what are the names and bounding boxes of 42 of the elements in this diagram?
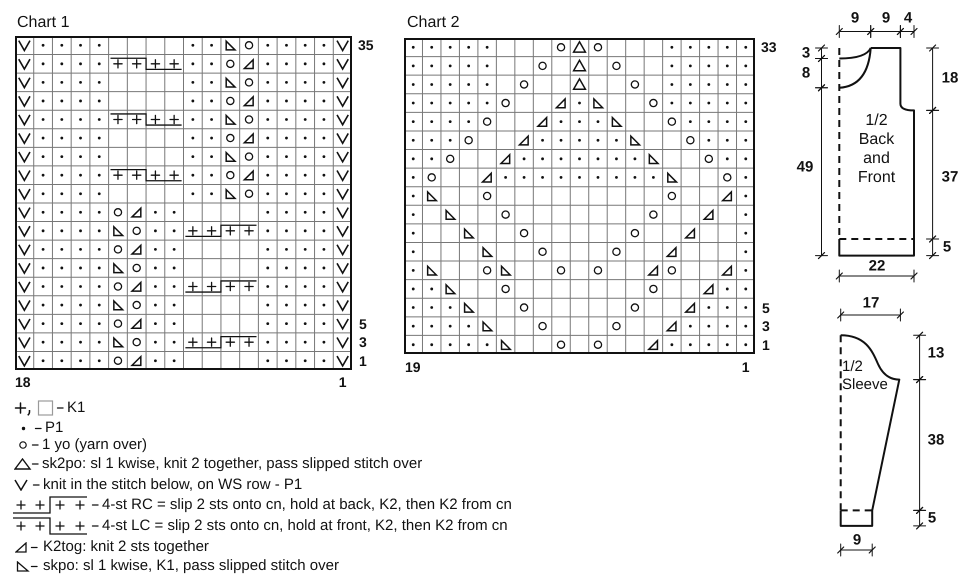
chart-title: Chart 1	[17, 15, 70, 31]
column-number: 18	[15, 375, 31, 389]
dimension-label: 5	[928, 510, 936, 526]
dimension-label: 37	[942, 170, 958, 184]
row-number: 35	[358, 38, 374, 52]
row-number: 3	[359, 335, 367, 350]
piece-label: 1/2 Back and Front	[856, 110, 896, 186]
row-number: 1	[762, 338, 770, 352]
chart-title: Chart 2	[407, 15, 460, 31]
dimension-label: 18	[942, 70, 958, 86]
column-number: 19	[405, 360, 421, 374]
legend-text: K2tog: knit 2 sts together	[43, 537, 209, 557]
piece-label: 1/2 Sleeve	[842, 358, 888, 394]
row-number: 1	[359, 354, 367, 368]
sleeve-piece-outline	[839, 334, 901, 527]
legend-text: K1	[67, 398, 86, 418]
dimension-label: 13	[928, 346, 944, 360]
legend-text: 4-st LC = slip 2 sts onto cn, hold at front, K2, then K2 from cn	[102, 516, 508, 536]
legend-text: 4-st RC = slip 2 sts onto cn, hold at back, K2, then K2 from cn	[102, 495, 512, 515]
dimension-label: 22	[868, 258, 886, 274]
dimension-label: 9	[852, 532, 862, 548]
row-number: 33	[761, 40, 777, 54]
legend-text: 1 yo (yarn over)	[42, 435, 148, 455]
legend-text: skpo: sl 1 kwise, K1, pass slipped stitch over	[43, 556, 339, 576]
row-number: 3	[762, 319, 770, 334]
dimension-label: 3	[802, 46, 810, 60]
legend-text: P1	[45, 418, 64, 438]
dimension-label: 9	[850, 10, 860, 26]
dimension-label: 38	[928, 432, 944, 448]
row-number: 5	[359, 316, 367, 331]
dimension-label: 49	[796, 160, 814, 174]
legend-text: sk2po: sl 1 kwise, knit 2 together, pass slipped stitch over	[42, 454, 422, 474]
body-piece-outline	[838, 47, 915, 257]
dimension-label: 17	[862, 296, 880, 310]
legend-text: knit in the stitch below, on WS row - P1	[43, 475, 302, 495]
dimension-label: 8	[802, 66, 810, 80]
dimension-label: 9	[882, 10, 890, 26]
dimension-label: 4	[904, 10, 912, 26]
column-number: 1	[338, 375, 346, 389]
column-number: 1	[742, 360, 750, 374]
dimension-label: 5	[942, 240, 952, 254]
row-number: 5	[762, 300, 770, 315]
